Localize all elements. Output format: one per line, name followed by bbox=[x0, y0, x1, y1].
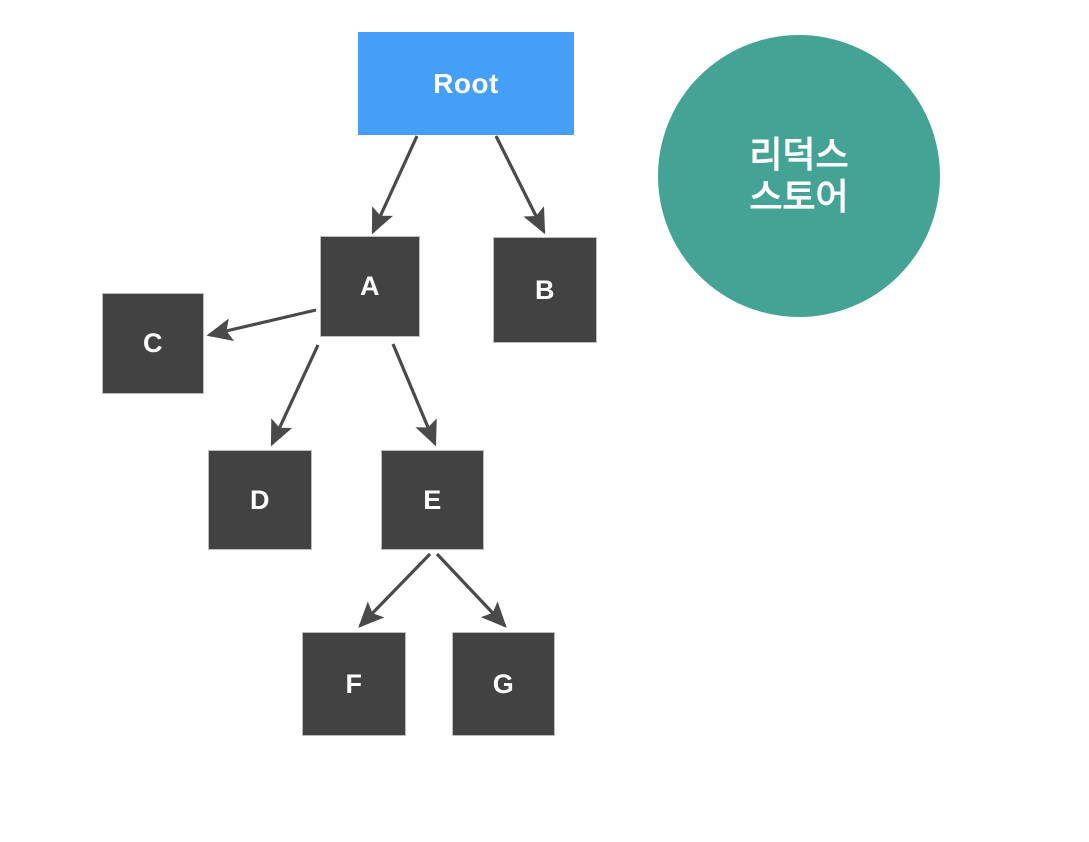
edge-a-to-e bbox=[391, 343, 437, 447]
node-d[interactable]: D bbox=[208, 450, 312, 550]
edge-a-to-c bbox=[206, 308, 317, 341]
node-a[interactable]: A bbox=[320, 236, 420, 337]
node-c[interactable]: C bbox=[102, 293, 204, 394]
node-root[interactable]: Root bbox=[358, 32, 574, 135]
edge-root-to-b bbox=[494, 135, 546, 235]
node-d-label: D bbox=[250, 484, 270, 515]
node-g-label: G bbox=[492, 668, 515, 699]
node-e[interactable]: E bbox=[381, 450, 484, 550]
redux-store-circle[interactable]: 리덕스 스토어 bbox=[658, 35, 940, 317]
edge-root-to-a bbox=[371, 135, 419, 235]
node-b-label: B bbox=[535, 274, 555, 305]
node-b[interactable]: B bbox=[493, 237, 597, 343]
redux-store-label-line-2: 스토어 bbox=[749, 176, 849, 217]
node-f-label: F bbox=[345, 668, 363, 699]
node-g[interactable]: G bbox=[452, 632, 555, 736]
edge-a-to-d bbox=[270, 344, 320, 447]
node-c-label: C bbox=[143, 328, 163, 358]
redux-store-label-line-1: 리덕스 bbox=[749, 133, 849, 175]
edge-e-to-f bbox=[358, 552, 432, 628]
edge-e-to-g bbox=[435, 552, 507, 628]
node-root-label: Root bbox=[433, 67, 499, 99]
node-a-label: A bbox=[360, 271, 380, 301]
node-e-label: E bbox=[423, 484, 442, 515]
node-f[interactable]: F bbox=[302, 632, 406, 736]
